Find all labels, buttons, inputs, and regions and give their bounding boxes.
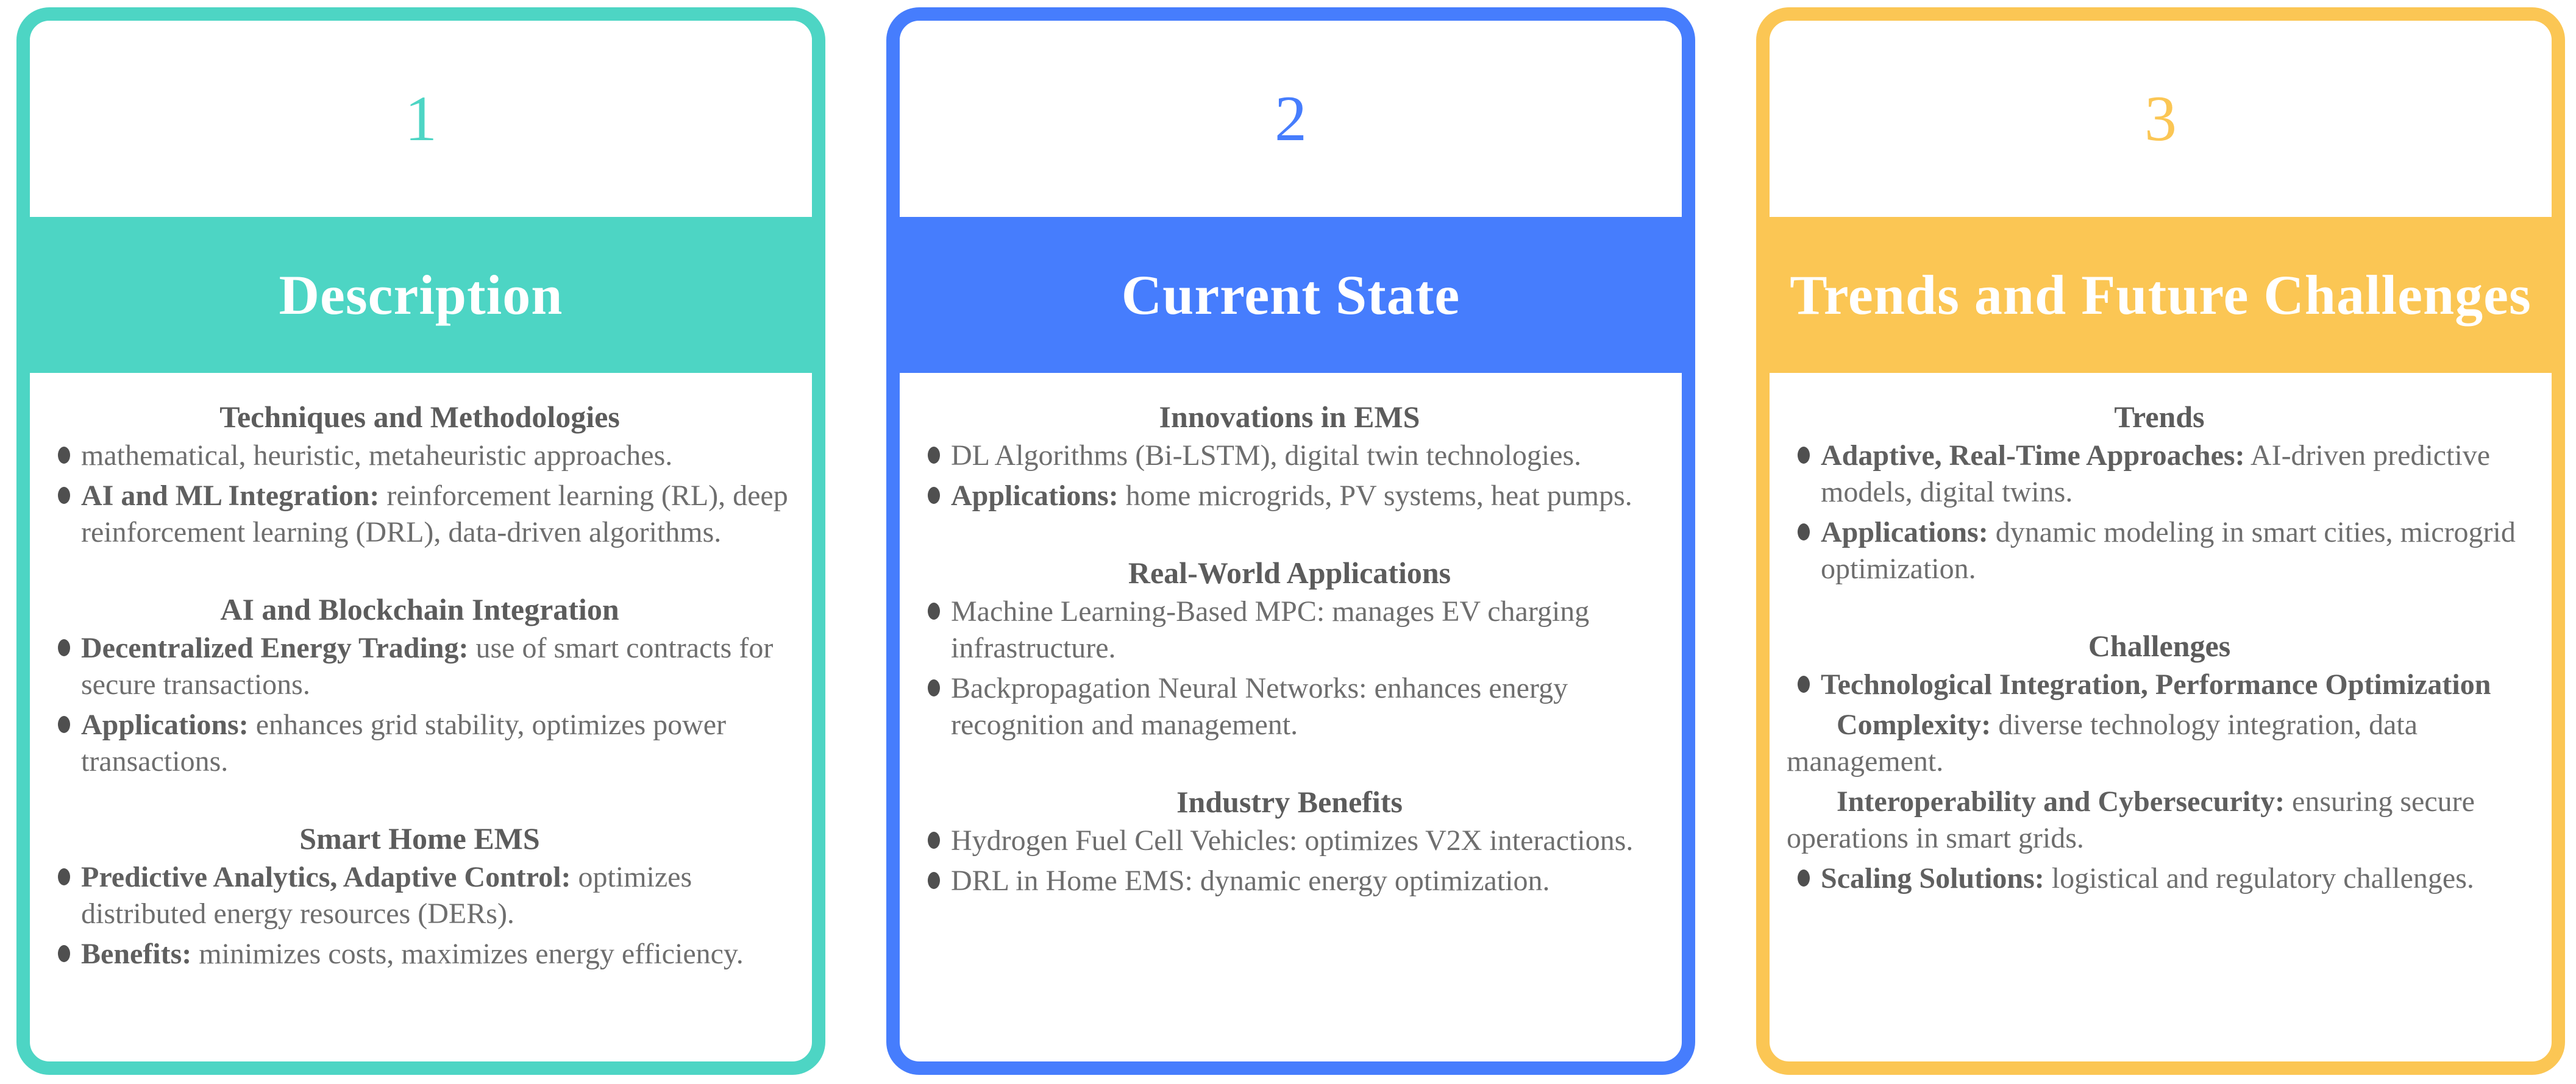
list-item: Machine Learning-Based MPC: manages EV c… bbox=[916, 593, 1663, 667]
item-text: Applications: dynamic modeling in smart … bbox=[1821, 516, 2516, 585]
list-item: Scaling Solutions: logistical and regula… bbox=[1785, 860, 2533, 897]
item-text: Scaling Solutions: logistical and regula… bbox=[1821, 862, 2474, 894]
item-lead: Adaptive, Real-Time Approaches: bbox=[1821, 439, 2245, 472]
item-text: Interoperability and Cybersecurity: ensu… bbox=[1787, 785, 2475, 854]
list-item: Decentralized Energy Trading: use of sma… bbox=[46, 630, 794, 703]
card-body: Innovations in EMS DL Algorithms (Bi-LSTM… bbox=[900, 373, 1682, 1061]
list-item: DRL in Home EMS: dynamic energy optimiza… bbox=[916, 863, 1663, 899]
item-text: Hydrogen Fuel Cell Vehicles: optimizes V… bbox=[951, 824, 1634, 857]
card-number-zone: 2 bbox=[900, 21, 1682, 217]
bullet-icon bbox=[928, 603, 940, 620]
item-lead: Interoperability and Cybersecurity: bbox=[1837, 785, 2285, 818]
bullet-icon bbox=[928, 872, 940, 889]
section-heading: AI and Blockchain Integration bbox=[220, 592, 619, 626]
card-title-band: Trends and Future Challenges bbox=[1770, 217, 2552, 373]
bullet-icon bbox=[1798, 447, 1810, 464]
bullet-icon bbox=[58, 868, 70, 885]
list-item: Technological Integration, Performance O… bbox=[1785, 667, 2533, 703]
list-item: Backpropagation Neural Networks: enhance… bbox=[916, 670, 1663, 743]
section-heading: Real-World Applications bbox=[1128, 556, 1451, 590]
section-heading: Challenges bbox=[2088, 629, 2231, 663]
item-lead: Benefits: bbox=[81, 938, 192, 970]
card-body: Techniques and Methodologies mathematical… bbox=[30, 373, 812, 1061]
bullet-icon bbox=[1798, 523, 1810, 540]
item-text: mathematical, heuristic, metaheuristic a… bbox=[81, 439, 673, 472]
item-text: AI and ML Integration: reinforcement lea… bbox=[81, 480, 788, 548]
list-item: AI and ML Integration: reinforcement lea… bbox=[46, 478, 794, 551]
item-lead: Applications: bbox=[81, 709, 249, 741]
item-text: Complexity: diverse technology integrati… bbox=[1787, 709, 2418, 778]
section-heading: Smart Home EMS bbox=[299, 821, 540, 856]
item-lead: AI and ML Integration: bbox=[81, 480, 380, 512]
card-title: Current State bbox=[1121, 264, 1461, 326]
item-text: Applications: home microgrids, PV system… bbox=[951, 480, 1632, 512]
item-lead: Decentralized Energy Trading: bbox=[81, 632, 469, 664]
bullet-icon bbox=[58, 716, 70, 733]
card-title: Description bbox=[279, 264, 563, 326]
section-heading: Innovations in EMS bbox=[1159, 400, 1420, 434]
bullet-icon bbox=[58, 639, 70, 656]
item-text: DRL in Home EMS: dynamic energy optimiza… bbox=[951, 865, 1550, 897]
item-text: DL Algorithms (Bi-LSTM), digital twin te… bbox=[951, 439, 1582, 472]
card-number: 1 bbox=[405, 83, 437, 154]
item-lead: Scaling Solutions: bbox=[1821, 862, 2044, 894]
item-text: Machine Learning-Based MPC: manages EV c… bbox=[951, 595, 1590, 664]
list-item: Hydrogen Fuel Cell Vehicles: optimizes V… bbox=[916, 823, 1663, 859]
item-lead: Complexity: bbox=[1837, 709, 1991, 741]
sub-list-item: Complexity: diverse technology integrati… bbox=[1785, 707, 2533, 780]
card-title-band: Current State bbox=[900, 217, 1682, 373]
list-item: DL Algorithms (Bi-LSTM), digital twin te… bbox=[916, 437, 1663, 474]
card-title: Trends and Future Challenges bbox=[1790, 264, 2532, 326]
item-text: Predictive Analytics, Adaptive Control: … bbox=[81, 861, 692, 930]
item-text: Adaptive, Real-Time Approaches: AI-drive… bbox=[1821, 439, 2491, 508]
item-text: Backpropagation Neural Networks: enhance… bbox=[951, 672, 1568, 741]
item-lead: Applications: bbox=[951, 480, 1119, 512]
list-item: Predictive Analytics, Adaptive Control: … bbox=[46, 859, 794, 932]
item-text: Benefits: minimizes costs, maximizes ene… bbox=[81, 938, 744, 970]
item-text: Technological Integration, Performance O… bbox=[1821, 667, 2533, 703]
item-text: Applications: enhances grid stability, o… bbox=[81, 709, 727, 778]
section-heading: Industry Benefits bbox=[1176, 785, 1403, 819]
bullet-icon bbox=[928, 832, 940, 849]
item-lead: Technological Integration, Performance O… bbox=[1821, 668, 2491, 701]
list-item: Adaptive, Real-Time Approaches: AI-drive… bbox=[1785, 437, 2533, 511]
bullet-icon bbox=[928, 679, 940, 696]
card-number-zone: 1 bbox=[30, 21, 812, 217]
card-description: 1 Description Techniques and Methodologi… bbox=[16, 7, 825, 1075]
list-item: Benefits: minimizes costs, maximizes ene… bbox=[46, 936, 794, 972]
list-item: mathematical, heuristic, metaheuristic a… bbox=[46, 437, 794, 474]
bullet-icon bbox=[928, 447, 940, 464]
section-heading: Trends bbox=[2114, 400, 2205, 434]
bullet-icon bbox=[58, 945, 70, 962]
card-number: 3 bbox=[2144, 83, 2177, 154]
item-lead: Applications: bbox=[1821, 516, 1988, 548]
list-item: Applications: home microgrids, PV system… bbox=[916, 478, 1663, 514]
item-lead: Predictive Analytics, Adaptive Control: bbox=[81, 861, 571, 893]
list-item: Applications: dynamic modeling in smart … bbox=[1785, 514, 2533, 587]
bullet-icon bbox=[58, 447, 70, 464]
card-current-state: 2 Current State Innovations in EMS DL Alg… bbox=[886, 7, 1695, 1075]
bullet-icon bbox=[1798, 870, 1810, 887]
bullet-icon bbox=[58, 487, 70, 504]
bullet-icon bbox=[1798, 676, 1810, 693]
card-number-zone: 3 bbox=[1770, 21, 2552, 217]
sub-list-item: Interoperability and Cybersecurity: ensu… bbox=[1785, 784, 2533, 857]
card-number: 2 bbox=[1275, 83, 1307, 154]
item-text: Decentralized Energy Trading: use of sma… bbox=[81, 632, 774, 701]
card-title-band: Description bbox=[30, 217, 812, 373]
list-item: Applications: enhances grid stability, o… bbox=[46, 707, 794, 780]
bullet-icon bbox=[928, 487, 940, 504]
section-heading: Techniques and Methodologies bbox=[219, 400, 620, 434]
